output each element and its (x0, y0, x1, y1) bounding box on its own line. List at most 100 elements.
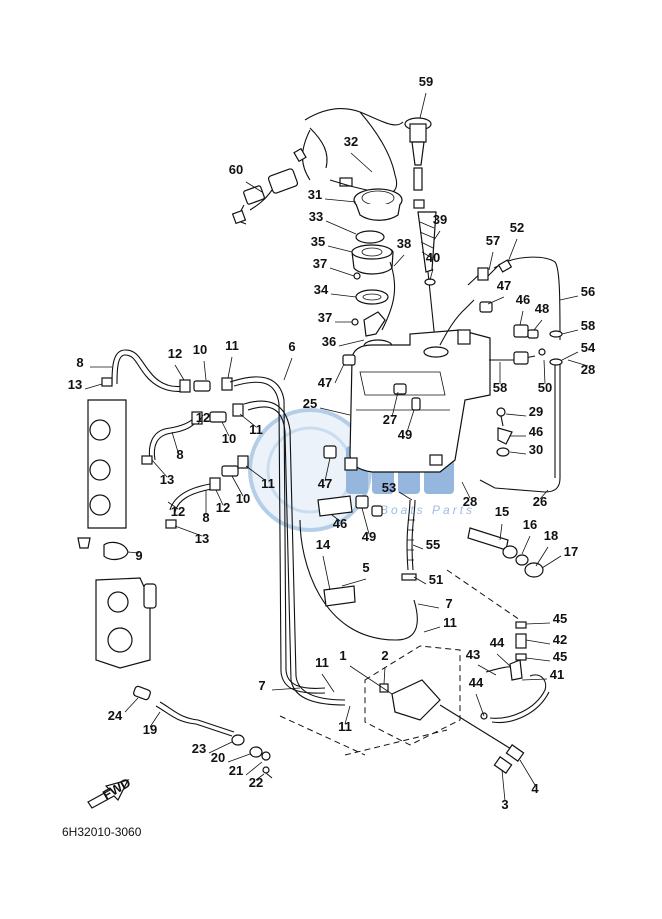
callout-11: 11 (225, 338, 239, 353)
callout-13: 13 (160, 472, 174, 487)
callout-60: 60 (229, 162, 243, 177)
leader-line (423, 626, 441, 633)
callout-41: 41 (550, 667, 564, 682)
callout-31: 31 (308, 187, 322, 202)
leader-line (227, 356, 233, 379)
callout-11: 11 (315, 655, 329, 670)
leader-line (393, 254, 405, 267)
callout-12: 12 (216, 500, 230, 515)
leader-line (525, 657, 551, 662)
callout-58: 58 (581, 318, 595, 333)
callout-28: 28 (581, 362, 595, 377)
callout-24: 24 (108, 708, 123, 723)
callout-47: 47 (318, 476, 332, 491)
leader-line (149, 711, 161, 728)
callout-28: 28 (463, 494, 477, 509)
leader-line (525, 639, 551, 645)
callout-56: 56 (581, 284, 595, 299)
callout-13: 13 (195, 531, 209, 546)
mount-hardware (496, 407, 513, 457)
connector-60 (231, 168, 299, 225)
leader-line (429, 268, 434, 281)
leader-line (499, 523, 503, 541)
callout-34: 34 (314, 282, 329, 297)
leader-line (487, 296, 505, 305)
wiring-harness (293, 108, 404, 197)
callout-35: 35 (311, 234, 325, 249)
leader-line (245, 181, 263, 193)
callout-30: 30 (529, 442, 543, 457)
leader-line (561, 329, 579, 335)
filter-hose (401, 499, 417, 581)
callout-4: 4 (531, 781, 539, 796)
leader-line (338, 339, 365, 347)
leader-line (509, 451, 527, 455)
leader-line (505, 413, 527, 417)
leader-line (167, 501, 179, 510)
callout-38: 38 (397, 236, 411, 251)
leader-line (197, 414, 204, 425)
leader-line (327, 245, 353, 253)
callout-48: 48 (535, 301, 549, 316)
callout-59: 59 (419, 74, 433, 89)
leader-line (461, 481, 471, 499)
leader-line (171, 431, 179, 453)
callout-13: 13 (68, 377, 82, 392)
callout-44: 44 (469, 675, 484, 690)
leader-line (127, 551, 140, 554)
leader-line (319, 407, 351, 416)
callout-55: 55 (426, 537, 440, 552)
leader-line (329, 267, 355, 277)
callout-43: 43 (466, 647, 480, 662)
leader-line (413, 576, 427, 585)
callout-3: 3 (501, 797, 508, 812)
leader-line (341, 578, 367, 587)
leader-line (533, 319, 543, 331)
callout-15: 15 (495, 504, 509, 519)
callout-19: 19 (143, 722, 157, 737)
callout-11: 11 (261, 476, 275, 491)
leader-line (255, 773, 265, 781)
leader-line (344, 705, 351, 725)
callout-12: 12 (196, 410, 210, 425)
leader-line (321, 673, 335, 693)
callout-46: 46 (516, 292, 530, 307)
callout-32: 32 (344, 134, 358, 149)
callout-22: 22 (249, 775, 263, 790)
leader-line (521, 535, 531, 555)
callout-14: 14 (316, 537, 331, 552)
leader-line (501, 769, 506, 802)
callout-17: 17 (564, 544, 578, 559)
callout-53: 53 (382, 480, 396, 495)
callout-50: 50 (538, 380, 552, 395)
leader-line (334, 363, 345, 384)
callout-18: 18 (544, 528, 558, 543)
callout-54: 54 (581, 340, 596, 355)
callout-1: 1 (339, 648, 346, 663)
leader-line (519, 310, 524, 326)
leader-line (519, 759, 536, 786)
callout-58: 58 (493, 380, 507, 395)
callout-37: 37 (318, 310, 332, 325)
leader-line (406, 409, 415, 433)
leader-line (419, 92, 427, 119)
leader-line (124, 697, 139, 713)
lower-hoses (480, 621, 550, 724)
leader-line (391, 391, 399, 418)
grommets (323, 301, 539, 517)
callout-29: 29 (529, 404, 543, 419)
callout-46: 46 (529, 424, 543, 439)
leader-line (221, 421, 230, 437)
callout-44: 44 (490, 635, 505, 650)
leader-line (496, 653, 511, 667)
callout-8: 8 (176, 447, 183, 462)
tank-hoses (439, 256, 563, 493)
intake-assembly (95, 577, 157, 669)
leader-line (203, 360, 207, 381)
callout-8: 8 (76, 355, 83, 370)
leader-line (271, 687, 301, 691)
callout-51: 51 (429, 572, 443, 587)
